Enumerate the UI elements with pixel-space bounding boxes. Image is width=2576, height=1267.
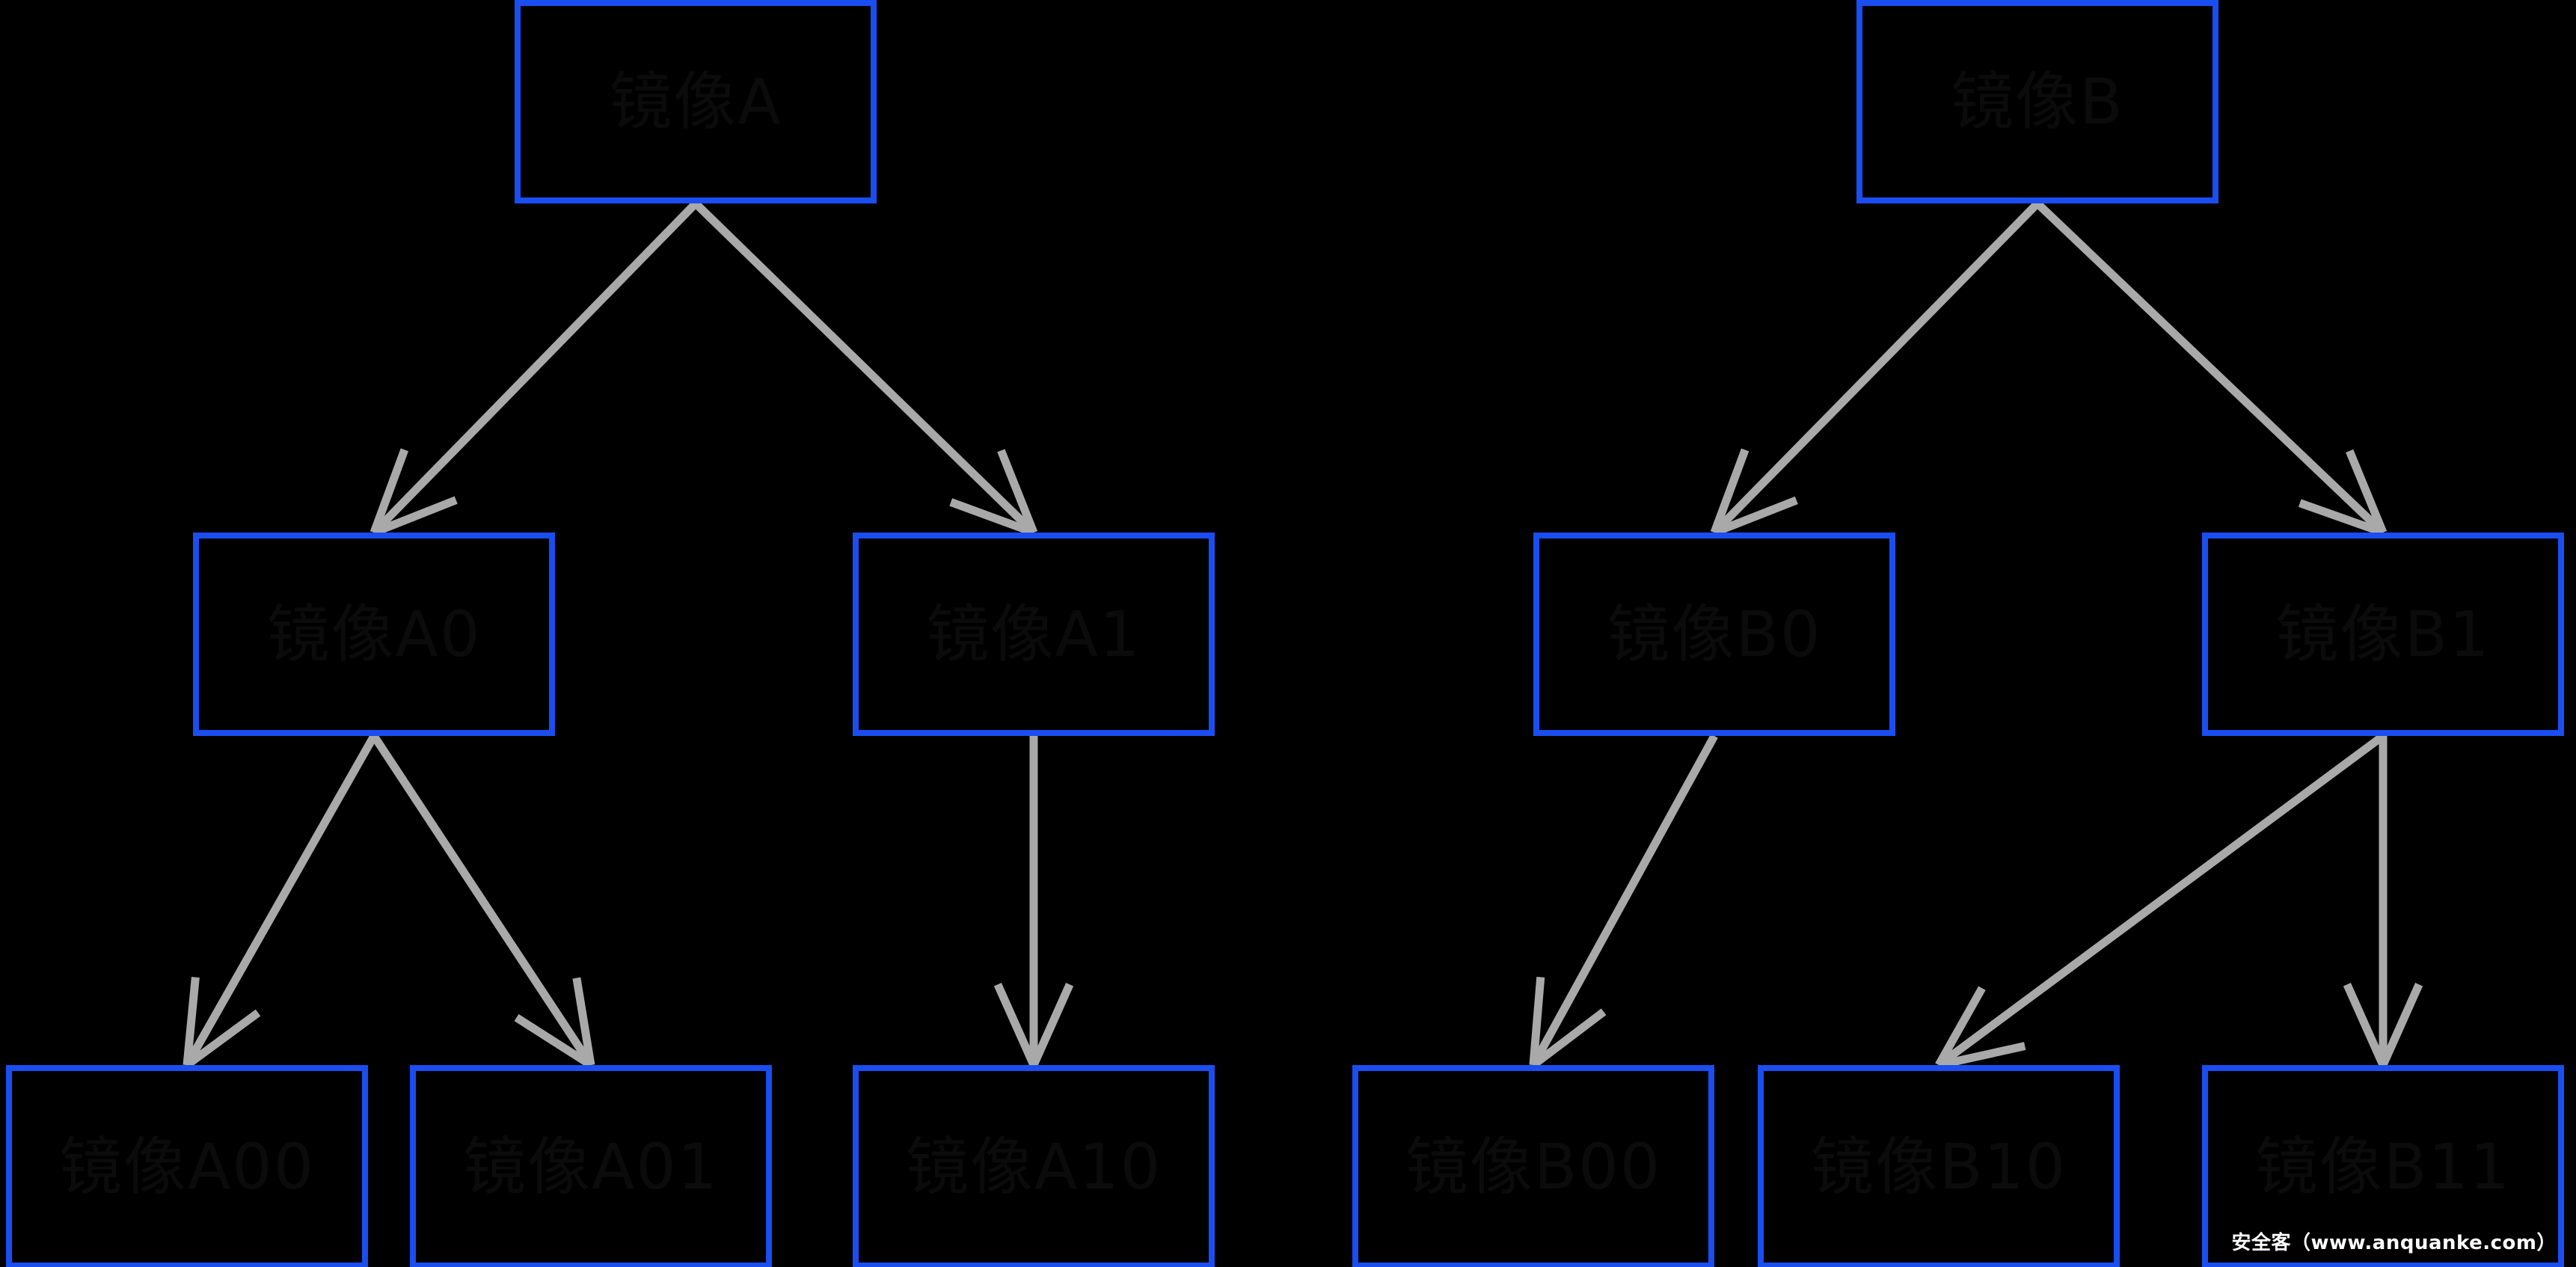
edge-shaft xyxy=(1711,200,2040,536)
node-label-a1: 镜像A1 xyxy=(926,598,1141,671)
node-label-b: 镜像B xyxy=(1951,65,2124,138)
edge-b-to-b0 xyxy=(1710,200,2040,537)
edge-a0-to-a00 xyxy=(183,734,378,1069)
node-label-b00: 镜像B00 xyxy=(1405,1130,1662,1203)
node-box-b00[interactable]: 镜像B00 xyxy=(1352,1065,1714,1267)
node-box-a00[interactable]: 镜像A00 xyxy=(6,1065,368,1267)
edge-arrowhead-barb-1 xyxy=(2346,449,2388,535)
node-label-b10: 镜像B10 xyxy=(1810,1130,2067,1203)
edge-arrowhead-barb-1 xyxy=(2379,983,2423,1067)
node-box-a[interactable]: 镜像A xyxy=(515,0,877,203)
node-box-a1[interactable]: 镜像A1 xyxy=(853,533,1215,736)
edge-shaft xyxy=(1936,732,2386,1069)
edge-shaft xyxy=(2034,200,2386,536)
edge-a-to-a1 xyxy=(693,200,1038,537)
node-label-b0: 镜像B0 xyxy=(1607,598,1822,671)
node-label-b1: 镜像B1 xyxy=(2275,598,2491,671)
edge-shaft xyxy=(370,733,595,1068)
node-label-a0: 镜像A0 xyxy=(266,598,482,671)
edge-arrowhead-barb-0 xyxy=(369,448,409,534)
edge-a0-to-a01 xyxy=(370,733,595,1069)
node-box-b10[interactable]: 镜像B10 xyxy=(1758,1065,2120,1267)
edge-arrowhead-barb-0 xyxy=(949,498,1035,537)
node-label-a01: 镜像A01 xyxy=(462,1130,720,1203)
node-label-a: 镜像A xyxy=(609,65,782,138)
edge-a1-to-a10 xyxy=(993,736,1074,1067)
node-box-b1[interactable]: 镜像B1 xyxy=(2202,533,2564,736)
edge-arrowhead-barb-1 xyxy=(1530,1008,1607,1069)
edge-arrowhead-barb-1 xyxy=(572,977,595,1066)
edge-arrowhead-barb-1 xyxy=(1937,1042,2026,1070)
edge-arrowhead-barb-1 xyxy=(997,449,1038,535)
node-label-a00: 镜像A00 xyxy=(58,1130,316,1203)
edge-arrowhead-barb-0 xyxy=(993,983,1038,1067)
edge-arrowhead-barb-1 xyxy=(1029,983,1074,1067)
edge-b1-to-b10 xyxy=(1935,732,2386,1070)
edge-arrowhead-barb-0 xyxy=(514,1013,593,1069)
node-box-b0[interactable]: 镜像B0 xyxy=(1533,533,1895,736)
edge-arrowhead-barb-1 xyxy=(372,496,458,537)
edge-shaft xyxy=(371,200,699,536)
edge-shaft xyxy=(1530,734,1718,1067)
edge-arrowhead-barb-0 xyxy=(2343,983,2388,1067)
site-watermark: 安全客（www.anquanke.com） xyxy=(2231,1232,2557,1254)
edge-arrowhead-barb-0 xyxy=(1935,986,1986,1067)
node-label-b11: 镜像B11 xyxy=(2254,1130,2512,1203)
edge-b0-to-b00 xyxy=(1529,734,1718,1069)
edge-arrowhead-barb-0 xyxy=(1710,448,1749,534)
node-box-a0[interactable]: 镜像A0 xyxy=(193,533,555,736)
node-box-a10[interactable]: 镜像A10 xyxy=(853,1065,1215,1267)
node-label-a10: 镜像A10 xyxy=(905,1130,1162,1203)
edge-b-to-b1 xyxy=(2034,200,2388,537)
node-box-b11[interactable]: 镜像B11 xyxy=(2202,1065,2564,1267)
edge-arrowhead-barb-1 xyxy=(1712,496,1798,537)
edge-arrowhead-barb-0 xyxy=(1529,976,1545,1066)
edge-shaft xyxy=(693,200,1037,536)
node-box-a01[interactable]: 镜像A01 xyxy=(410,1065,772,1267)
node-box-b[interactable]: 镜像B xyxy=(1856,0,2218,203)
edge-arrowhead-barb-0 xyxy=(183,977,200,1066)
edge-a-to-a0 xyxy=(369,200,699,537)
edge-arrowhead-barb-0 xyxy=(2298,499,2385,537)
edge-shaft xyxy=(183,734,378,1067)
edge-arrowhead-barb-1 xyxy=(184,1009,261,1069)
edge-b1-to-b11 xyxy=(2343,736,2423,1067)
